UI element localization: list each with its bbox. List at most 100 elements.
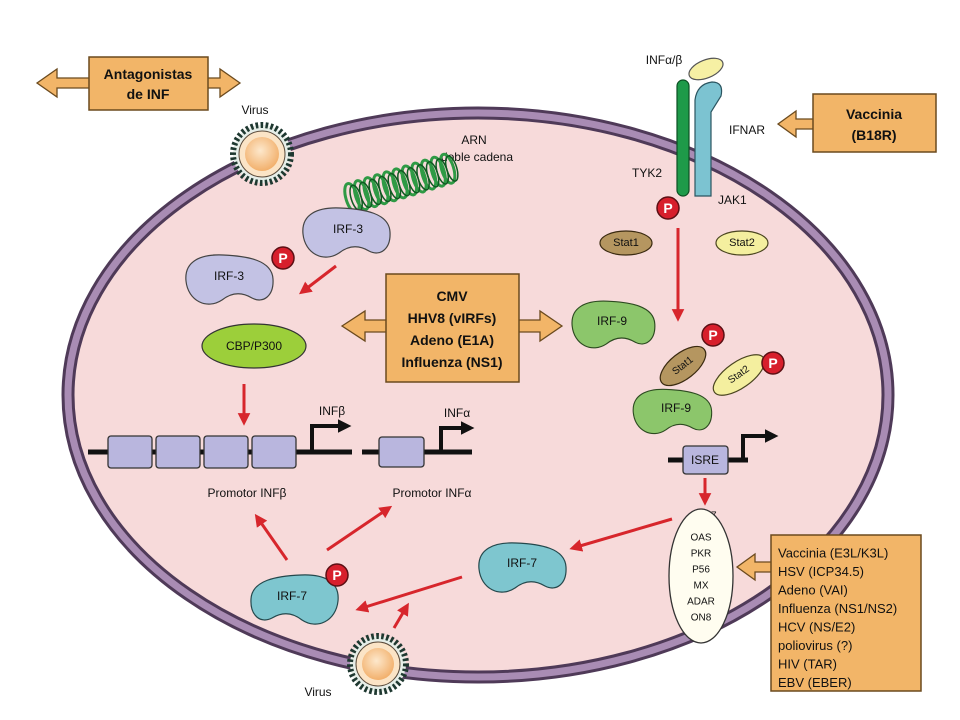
- arrow-irf7-product-to-irf7: [569, 517, 673, 552]
- central-antagonist-line: HHV8 (vIRFs): [408, 310, 497, 326]
- phospho-irf3-circle: [271, 246, 295, 270]
- stat2-free-label: Stat2: [729, 237, 755, 249]
- central-antagonist-line: Adeno (E1A): [410, 332, 494, 348]
- phospho-stat2: P: [761, 351, 785, 375]
- infb-promoter-element: [251, 435, 297, 469]
- irf9-free: [571, 300, 656, 349]
- phospho-receptor-circle: [656, 196, 680, 220]
- dsrna-helix: [343, 152, 459, 214]
- phospho-receptor: P: [656, 196, 680, 220]
- dsrna-helix-turn: [391, 167, 409, 200]
- ligand-label: INFα/β: [646, 53, 683, 67]
- arrow-irf7-to-phospho-irf7: [355, 575, 463, 613]
- isg-antagonist-item: HIV (TAR): [778, 657, 837, 672]
- irf3-top: [302, 207, 391, 258]
- central-antagonist-line: Influenza (NS1): [401, 354, 502, 370]
- phospho-irf7-circle: [325, 563, 349, 587]
- isg-antagonist-item: HCV (NS/E2): [778, 620, 855, 635]
- isg-gene: P56: [692, 565, 710, 576]
- central-antagonist-line: CMV: [436, 288, 468, 304]
- isg-antagonists-box: [770, 534, 922, 692]
- phospho-stat1: P: [701, 323, 725, 347]
- arrow-virus-bottom-signal: [392, 602, 409, 629]
- virus-top-core: [245, 137, 279, 171]
- isre-element: [682, 445, 729, 475]
- dsrna-helix-turn: [438, 152, 457, 185]
- infb-promoter-label: Promotor INFβ: [208, 486, 287, 500]
- jak1-label: JAK1: [718, 193, 747, 207]
- irf3-top-label: IRF-3: [333, 222, 363, 236]
- tyk2-label: TYK2: [632, 166, 662, 180]
- arrow-irf7-to-infb-promoter: [254, 513, 289, 561]
- arrow-irf3-phosphorylation: [298, 264, 337, 295]
- isg-antagonist-item: Vaccinia (E3L/K3L): [778, 546, 888, 561]
- isg-gene: OAS: [690, 533, 711, 544]
- infb-promoter-element: [107, 435, 153, 469]
- antagonists-box: [88, 56, 209, 111]
- cell-membrane-core: [64, 109, 892, 681]
- irf9-complex: [632, 388, 713, 435]
- ifnar-chain-tyk2: [676, 79, 690, 197]
- isre-label: ISRE: [691, 453, 719, 467]
- isg-gene: MX: [694, 581, 709, 592]
- irf3-bottom-label: IRF-3: [214, 269, 244, 283]
- irf7-middle: [478, 542, 567, 593]
- stat1-complex: [659, 345, 707, 387]
- infa-promoter-element: [378, 436, 425, 468]
- isg-antagonist-item: HSV (ICP34.5): [778, 564, 864, 579]
- infa-gene-label: INFα: [444, 406, 470, 420]
- dsrna-helix-turn: [371, 173, 390, 206]
- irf3-phosphorylated: [185, 254, 274, 305]
- infb-promoter-element: [155, 435, 201, 469]
- phospho-stat2-circle: [761, 351, 785, 375]
- dsrna-helix-turn: [400, 164, 419, 197]
- virus-particle-bottom: [347, 633, 409, 695]
- infa-promoter-label: Promotor INFα: [393, 486, 472, 500]
- isg-antagonist-item: EBV (EBER): [778, 675, 852, 690]
- isre-transcription-start-arrow: [741, 429, 779, 460]
- virus-bottom-core: [362, 648, 394, 680]
- phospho-irf3: P: [271, 246, 295, 270]
- dsrna-helix-turn: [362, 176, 380, 209]
- isg-antagonist-item: Influenza (NS1/NS2): [778, 601, 897, 616]
- virus-bottom-label: Virus: [304, 685, 331, 699]
- stat1-free: [599, 230, 653, 256]
- infb-transcription-start-arrow: [310, 419, 352, 452]
- dsrna-helix-strand: [444, 155, 459, 182]
- cbp-p300-label: CBP/P300: [226, 339, 282, 353]
- irf7-middle-label: IRF-7: [507, 556, 537, 570]
- irf7-bottom-label: IRF-7: [277, 589, 307, 603]
- phospho-irf3-label: P: [278, 250, 287, 266]
- vaccinia-b18r-box: [812, 93, 937, 153]
- dsrna-label-line1: ARN: [461, 133, 486, 147]
- interferon-ligand: [688, 57, 724, 81]
- cbp-p300: [201, 323, 307, 369]
- irf9-free-label: IRF-9: [597, 314, 627, 328]
- virus-top-label: Virus: [241, 103, 268, 117]
- antagonists-box-line2: de INF: [127, 86, 170, 102]
- vaccinia-b18r-line1: Vaccinia: [846, 106, 902, 122]
- phospho-stat1-label: P: [708, 327, 717, 343]
- isg-gene: PKR: [691, 549, 712, 560]
- virus-particle-top: [230, 122, 294, 186]
- stat2-free: [715, 230, 769, 256]
- phospho-receptor-label: P: [663, 200, 672, 216]
- isg-antagonist-item: Adeno (VAI): [778, 583, 848, 598]
- infb-gene-label: INFβ: [319, 404, 345, 418]
- dsrna-helix-turn: [419, 158, 438, 191]
- vaccinia-b18r-arrow: [776, 109, 815, 139]
- arrow-irf7-to-infa-promoter: [326, 505, 393, 552]
- dsrna-label-line2: doble cadena: [441, 150, 513, 164]
- dsrna-helix-turn: [352, 179, 371, 212]
- antagonists-left-arrow: [35, 67, 91, 99]
- phospho-irf7-label: P: [332, 567, 341, 583]
- isg-gene: ADAR: [687, 597, 715, 608]
- vaccinia-b18r-line2: (B18R): [851, 127, 896, 143]
- phospho-stat1-circle: [701, 323, 725, 347]
- isg-gene: ON8: [691, 613, 712, 624]
- irf9-complex-label: IRF-9: [661, 401, 691, 415]
- dsrna-helix-turn: [429, 155, 447, 188]
- dsrna-helix-turn: [381, 170, 399, 203]
- infb-promoter-element: [203, 435, 249, 469]
